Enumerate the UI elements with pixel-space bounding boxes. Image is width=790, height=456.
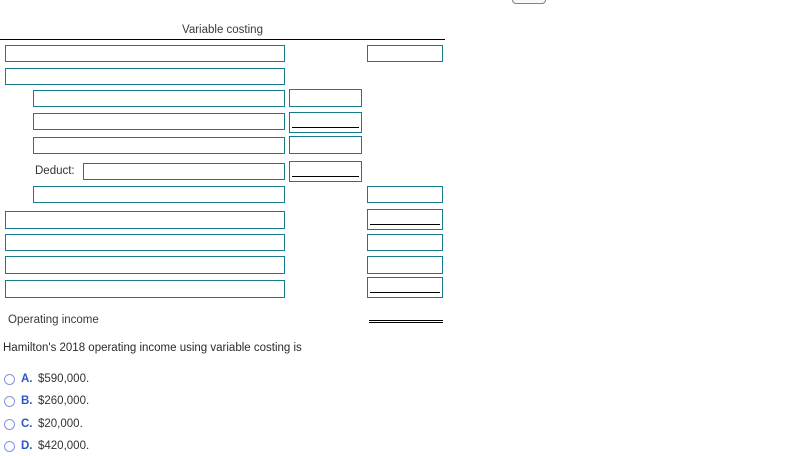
option-c-text: $20,000. bbox=[38, 418, 83, 430]
amount-input-row11[interactable] bbox=[367, 277, 443, 298]
summation-rule bbox=[370, 292, 440, 293]
summation-rule bbox=[292, 127, 359, 128]
amount-input-row8[interactable] bbox=[367, 209, 443, 230]
desc-input-row11[interactable] bbox=[5, 280, 285, 298]
amount-input-row7[interactable] bbox=[367, 186, 443, 203]
option-a-text: $590,000. bbox=[38, 373, 90, 385]
option-row-a[interactable]: A. $590,000. bbox=[4, 372, 89, 386]
option-a-letter: A. bbox=[21, 373, 33, 385]
desc-input-row1[interactable] bbox=[5, 45, 285, 62]
option-row-b[interactable]: B. $260,000. bbox=[4, 394, 89, 408]
option-d-radio[interactable] bbox=[4, 440, 15, 452]
option-b-letter: B. bbox=[21, 395, 33, 407]
question-text: Hamilton's 2018 operating income using v… bbox=[3, 342, 302, 354]
desc-input-row5[interactable] bbox=[33, 137, 285, 154]
amount-input-row1[interactable] bbox=[367, 45, 443, 62]
option-d-text: $420,000. bbox=[38, 440, 90, 452]
amount-input-row4[interactable] bbox=[289, 112, 362, 133]
option-c-radio[interactable] bbox=[4, 418, 15, 430]
desc-input-row3[interactable] bbox=[33, 90, 285, 107]
summation-rule bbox=[292, 176, 359, 177]
amount-input-row6[interactable] bbox=[289, 161, 362, 182]
statement-title: Variable costing bbox=[182, 24, 263, 36]
option-c-letter: C. bbox=[21, 418, 33, 430]
operating-income-double-rule bbox=[369, 320, 443, 323]
amount-input-row5[interactable] bbox=[289, 136, 362, 154]
option-b-text: $260,000. bbox=[38, 395, 90, 407]
desc-input-row7[interactable] bbox=[33, 186, 285, 203]
amount-input-row3[interactable] bbox=[289, 89, 362, 107]
amount-input-row9[interactable] bbox=[367, 234, 443, 251]
statement-top-rule bbox=[0, 39, 445, 40]
desc-input-row2[interactable] bbox=[5, 68, 285, 85]
option-a-radio[interactable] bbox=[4, 373, 15, 385]
deduct-label: Deduct: bbox=[35, 165, 75, 177]
option-b-radio[interactable] bbox=[4, 395, 15, 407]
desc-input-row9[interactable] bbox=[5, 234, 285, 251]
desc-input-row8[interactable] bbox=[5, 211, 285, 229]
partial-button[interactable] bbox=[512, 0, 546, 4]
operating-income-label: Operating income bbox=[8, 314, 99, 326]
amount-input-row10[interactable] bbox=[367, 256, 443, 274]
desc-input-row6[interactable] bbox=[83, 163, 285, 180]
option-d-letter: D. bbox=[21, 440, 33, 452]
summation-rule bbox=[370, 224, 440, 225]
desc-input-row4[interactable] bbox=[33, 113, 285, 130]
option-row-d[interactable]: D. $420,000. bbox=[4, 439, 89, 453]
desc-input-row10[interactable] bbox=[5, 256, 285, 274]
option-row-c[interactable]: C. $20,000. bbox=[4, 417, 83, 431]
